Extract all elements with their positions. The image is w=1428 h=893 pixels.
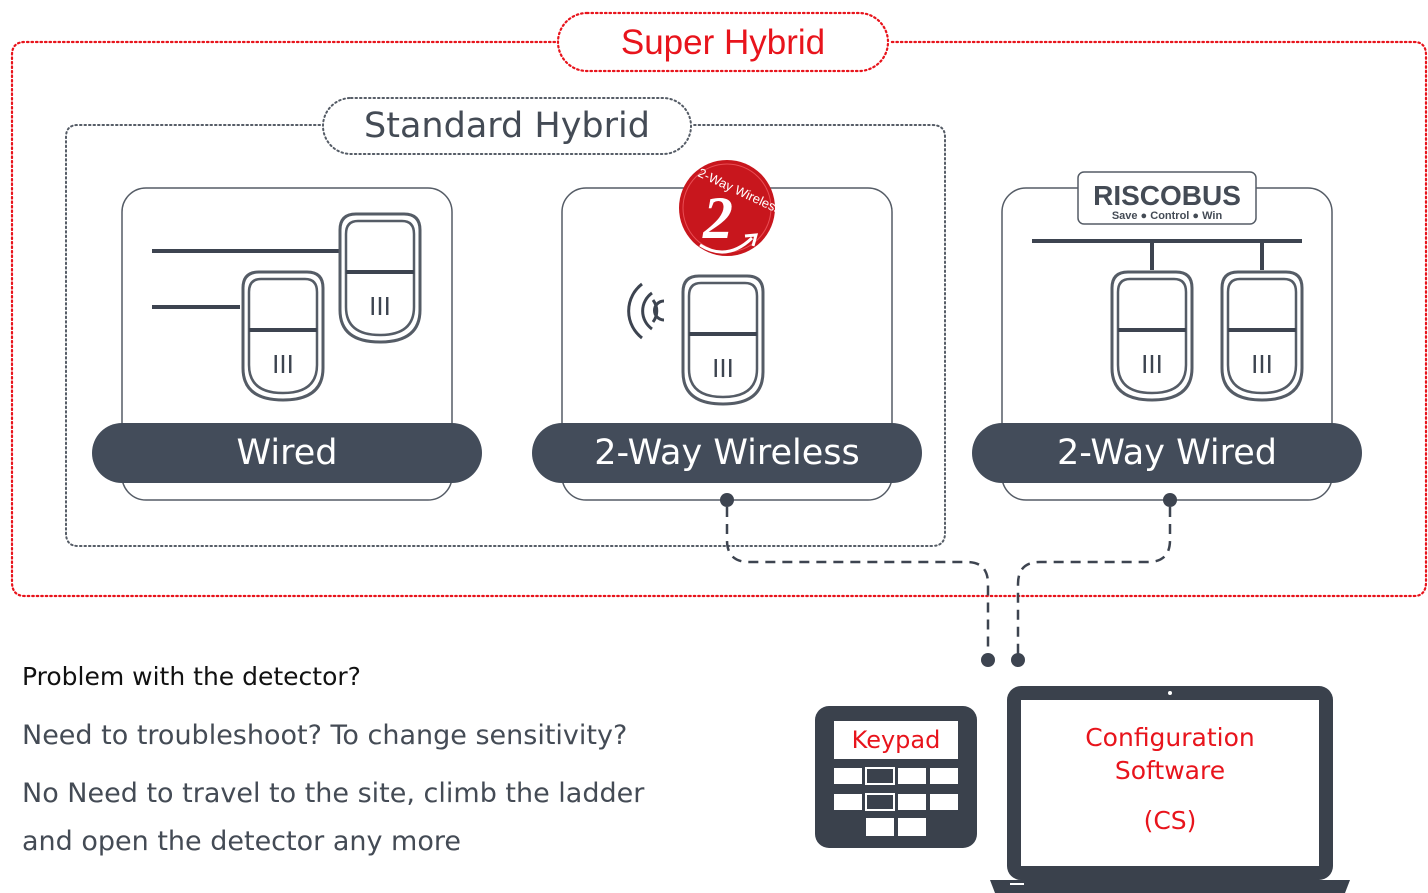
- riscobus-logo: RISCOBUS Save ● Control ● Win: [1077, 171, 1257, 225]
- keypad-device-icon: [815, 706, 977, 848]
- standard-hybrid-title: Standard Hybrid: [364, 106, 650, 146]
- svg-text:2: 2: [702, 185, 733, 251]
- two-way-wireless-badge-icon: 2-Way Wireless 2: [679, 160, 785, 256]
- question-line-1: Need to troubleshoot? To change sensitiv…: [22, 720, 628, 751]
- laptop-text-line-2: Software: [1114, 756, 1226, 785]
- wireless-detector-icon: [627, 274, 765, 406]
- panel-label-two-way-wired: 2-Way Wired: [972, 423, 1362, 483]
- super-hybrid-frame: [10, 40, 1428, 598]
- wired-detectors-icon: [152, 212, 422, 402]
- panel-label-wireless: 2-Way Wireless: [532, 423, 922, 483]
- question-line-2: No Need to travel to the site, climb the…: [22, 778, 645, 809]
- connector-wireless-to-laptop: [720, 493, 995, 667]
- bus-detectors-icon: [1032, 239, 1304, 402]
- super-hybrid-tab: [556, 11, 890, 73]
- svg-text:Save ● Control ● Win: Save ● Control ● Win: [1112, 210, 1223, 222]
- laptop-text-line-1: Configuration: [1085, 723, 1255, 752]
- panel-label-wired: Wired: [92, 423, 482, 483]
- laptop-text-line-3: (CS): [1143, 806, 1197, 835]
- super-hybrid-title: Super Hybrid: [620, 23, 826, 62]
- question-title: Problem with the detector?: [22, 662, 361, 691]
- svg-text:RISCOBUS: RISCOBUS: [1093, 180, 1241, 211]
- standard-hybrid-tab: [322, 97, 692, 155]
- question-line-3: and open the detector any more: [22, 826, 461, 857]
- keypad-label: Keypad: [851, 726, 941, 754]
- standard-hybrid-frame: [65, 124, 946, 547]
- laptop-device-icon: [990, 686, 1350, 893]
- connector-bus-to-laptop: [1011, 493, 1177, 667]
